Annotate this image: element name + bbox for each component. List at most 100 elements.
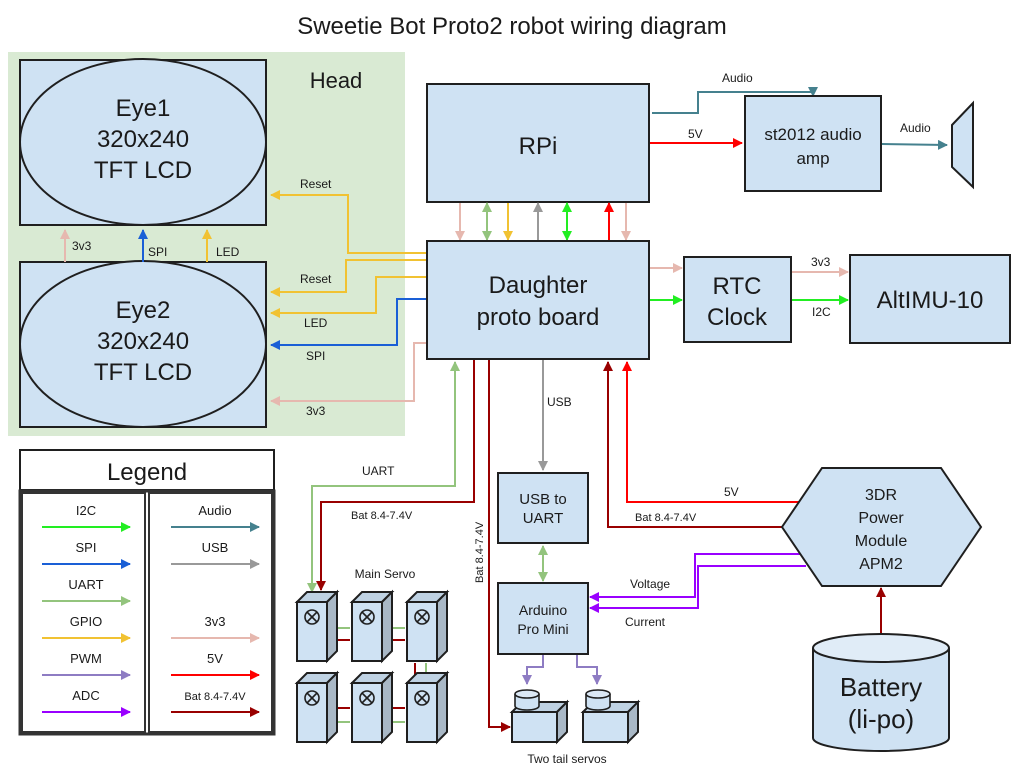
usb-uart-line-1: USB to — [519, 491, 567, 508]
label-voltage: Voltage — [630, 577, 670, 591]
arduino-line-2: Pro Mini — [517, 621, 568, 637]
battery-line-1: Battery — [840, 672, 922, 702]
wire-led-eye2 — [270, 276, 428, 318]
legend-label-left-4: PWM — [70, 651, 102, 666]
label-rpi-5v: 5V — [688, 127, 703, 141]
servo-x-icon — [304, 609, 320, 625]
pm-line-3: Module — [855, 533, 908, 550]
rpi-board: RPi — [426, 83, 650, 203]
main-servo-5 — [349, 670, 395, 745]
amp-line-2: amp — [796, 149, 829, 168]
legend-label-left-3: GPIO — [70, 614, 103, 629]
label-rtc-3v3: 3v3 — [811, 255, 831, 269]
main-servo-label: Main Servo — [355, 567, 416, 581]
eye2-line-2: 320x240 — [97, 328, 189, 355]
legend-label-right-3: 3v3 — [205, 614, 226, 629]
legend-label-right-4: 5V — [207, 651, 223, 666]
audio-amp: st2012 audio amp — [744, 95, 882, 192]
wire-adc-current — [589, 565, 806, 613]
label-3v3: 3v3 — [306, 404, 326, 418]
pm-line-1: 3DR — [865, 487, 897, 504]
rtc-line-1: RTC — [713, 273, 762, 300]
servo-x-icon — [304, 690, 320, 706]
power-module: 3DR Power Module APM2 — [780, 467, 983, 587]
legend-label-left-0: I2C — [76, 503, 96, 518]
rtc-line-2: Clock — [707, 304, 768, 331]
battery: Battery (li-po) — [812, 633, 950, 752]
eye2-display: Eye2 320x240 TFT LCD — [19, 260, 267, 428]
daughter-board: Daughter proto board — [426, 240, 650, 360]
usb-to-uart: USB to UART — [497, 472, 589, 544]
tail-servo-2 — [580, 689, 641, 745]
wire-pm-5v — [622, 361, 800, 503]
legend: Legend I2CSPIUARTGPIOPWMADCAudioUSB3v35V… — [18, 449, 276, 736]
wire-uart-servo — [307, 361, 460, 593]
label-eye-spi: SPI — [148, 245, 167, 259]
daughter-line-2: proto board — [477, 304, 600, 331]
legend-label-left-1: SPI — [76, 540, 97, 555]
label-pm-bat: Bat 8.4-7.4V — [635, 512, 697, 524]
battery-line-2: (li-po) — [848, 704, 914, 734]
legend-label-right-1: USB — [202, 540, 229, 555]
wire-amp-audio — [881, 139, 948, 150]
label-reset-2: Reset — [300, 272, 332, 286]
main-servo-2 — [349, 589, 395, 664]
label-rpi-audio: Audio — [722, 71, 753, 85]
arduino-line-1: Arduino — [519, 602, 567, 618]
label-amp-audio: Audio — [900, 121, 931, 135]
wires-between-eyes — [60, 229, 212, 262]
wire-reset-eye2 — [270, 259, 428, 297]
head-label: Head — [310, 68, 363, 93]
main-servo-3 — [404, 589, 450, 664]
servo-x-icon — [414, 609, 430, 625]
eye2-line-1: Eye2 — [116, 297, 171, 324]
imu-label: AltIMU-10 — [877, 287, 984, 314]
legend-label-right-5: Bat 8.4-7.4V — [184, 691, 246, 703]
main-servo-group — [294, 589, 450, 745]
wire-bat-servo — [316, 360, 475, 591]
wires-rpi-daughter — [455, 202, 631, 241]
arduino-pro-mini: Arduino Pro Mini — [497, 582, 589, 655]
main-servo-1 — [294, 589, 340, 664]
legend-label-right-0: Audio — [198, 503, 231, 518]
label-bat-tail: Bat 8.4-7.4V — [474, 521, 486, 583]
label-led: LED — [304, 316, 328, 330]
label-reset-1: Reset — [300, 177, 332, 191]
legend-title: Legend — [107, 459, 187, 486]
rpi-label: RPi — [519, 133, 558, 160]
legend-label-left-5: ADC — [72, 688, 99, 703]
label-usb: USB — [547, 395, 572, 409]
eye2-line-3: TFT LCD — [94, 359, 192, 386]
label-uart: UART — [362, 464, 395, 478]
usb-uart-line-2: UART — [523, 510, 564, 527]
main-servo-4 — [294, 670, 340, 745]
main-servo-6 — [404, 670, 450, 745]
wire-adc-voltage — [589, 553, 800, 602]
label-bat-servo: Bat 8.4-7.4V — [351, 510, 413, 522]
label-eye-3v3: 3v3 — [72, 239, 92, 253]
altimu-10: AltIMU-10 — [849, 254, 1011, 344]
wire-spi-eye2 — [270, 298, 428, 350]
tail-servo-group — [509, 689, 641, 745]
daughter-line-1: Daughter — [489, 272, 588, 299]
label-current: Current — [625, 615, 666, 629]
eye1-line-2: 320x240 — [97, 126, 189, 153]
speaker-icon — [951, 100, 974, 190]
servo-x-icon — [359, 609, 375, 625]
eye1-line-3: TFT LCD — [94, 157, 192, 184]
wire-pwm-tail-1 — [522, 655, 544, 685]
diagram-title: Sweetie Bot Proto2 robot wiring diagram — [297, 13, 727, 40]
servo-x-icon — [359, 690, 375, 706]
pm-line-2: Power — [858, 510, 904, 527]
eye1-display: Eye1 320x240 TFT LCD — [19, 58, 267, 226]
label-spi: SPI — [306, 349, 325, 363]
tail-servos-label: Two tail servos — [527, 752, 606, 766]
amp-line-1: st2012 audio — [764, 125, 861, 144]
wire-pm-bat — [603, 361, 782, 528]
pm-line-4: APM2 — [859, 556, 903, 573]
tail-servo-1 — [509, 689, 570, 745]
label-rtc-i2c: I2C — [812, 305, 831, 319]
wire-pwm-tail-2 — [576, 655, 602, 685]
